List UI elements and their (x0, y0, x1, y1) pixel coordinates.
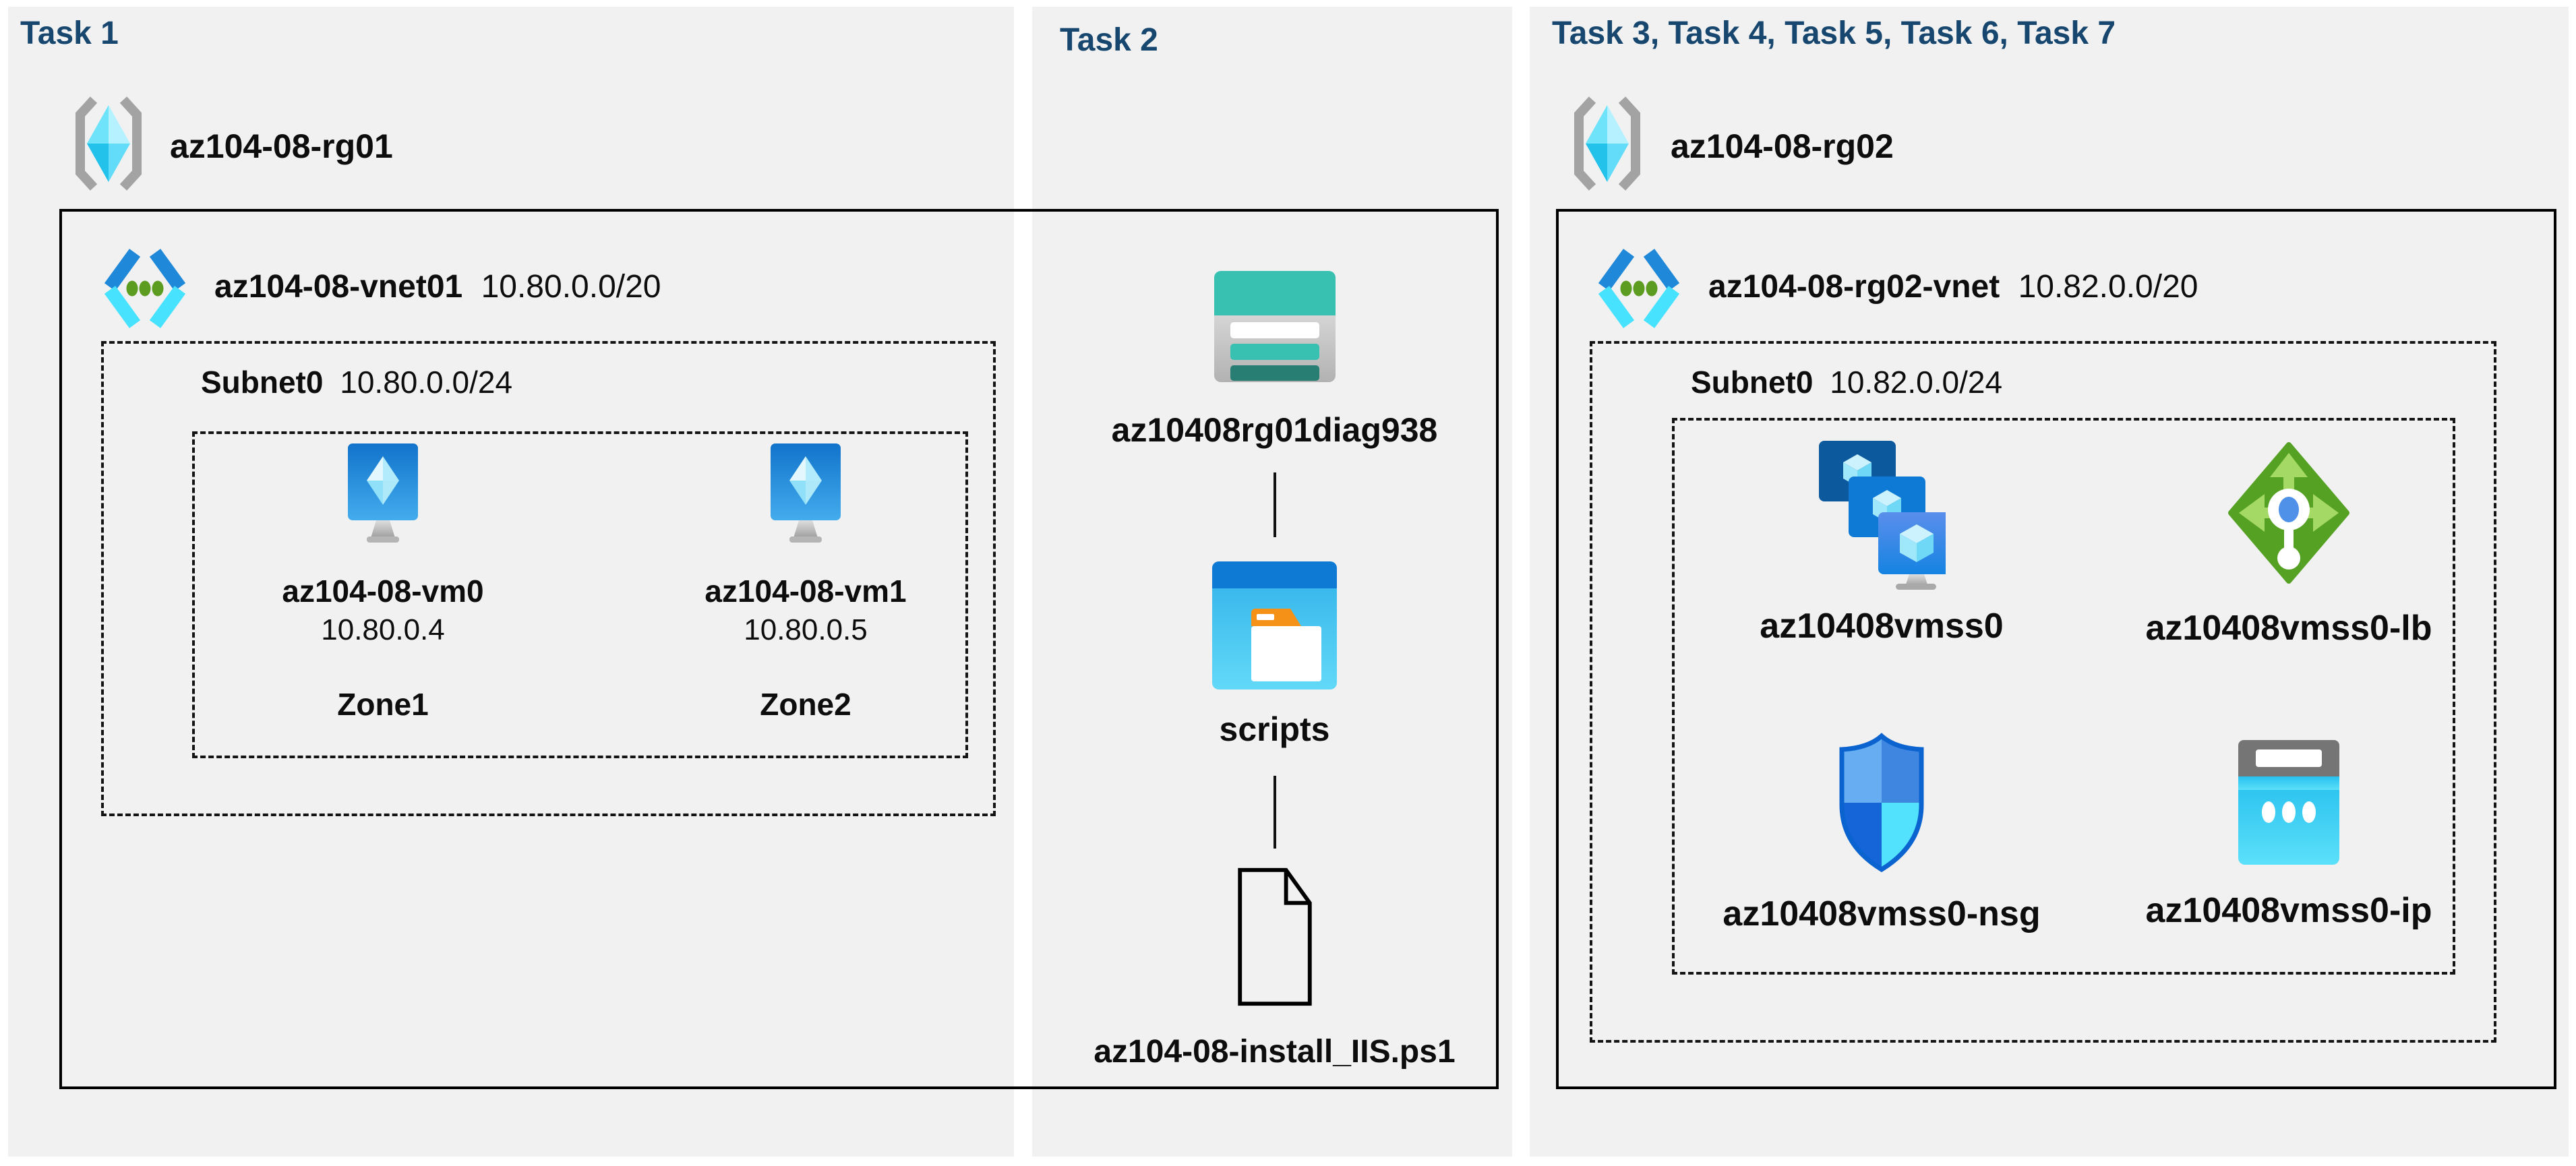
subnet-name: Subnet0 (1691, 365, 1814, 400)
vm-name: az104-08-vm0 (282, 574, 484, 609)
task2-column: az10408rg01diag938 scripts az104-08-inst… (1057, 271, 1492, 1070)
task3-panel (1530, 7, 2569, 1157)
resource-name: az10408vmss0-nsg (1723, 894, 2041, 933)
vm-name: az104-08-vm1 (705, 574, 907, 609)
resource-group-icon (1574, 96, 1640, 191)
resource-group-name: az104-08-rg01 (170, 127, 393, 165)
vm-zone: Zone1 (337, 687, 429, 722)
resource-name: az10408vmss0 (1760, 607, 2004, 646)
network-security-group-icon (1839, 733, 1924, 873)
vnet-name: az104-08-rg02-vnet (1708, 269, 2000, 305)
virtual-network-icon (104, 249, 186, 328)
script-file-name: az104-08-install_IIS.ps1 (1094, 1034, 1456, 1070)
virtual-network-icon (1598, 249, 1680, 328)
subnet0-box (101, 341, 996, 816)
task1-panel (8, 7, 1014, 1157)
subnet-cidr: 10.82.0.0/24 (1830, 365, 2003, 400)
blob-container-icon (1212, 561, 1337, 689)
virtual-machine-icon (348, 443, 418, 543)
resource-group-name: az104-08-rg02 (1671, 127, 1894, 165)
vm-ip: 10.80.0.4 (321, 613, 445, 646)
vm-ip: 10.80.0.5 (744, 613, 868, 646)
vnet-cidr: 10.80.0.0/20 (481, 269, 661, 305)
subnet-cidr: 10.80.0.0/24 (340, 365, 513, 400)
container-name: scripts (1219, 710, 1330, 748)
availability-zones-box (192, 431, 968, 758)
storage-account-icon (1214, 271, 1336, 382)
task3-boundary-box (1556, 209, 2556, 1089)
resource-name: az10408vmss0-lb (2145, 609, 2432, 648)
resource-group-icon (76, 96, 142, 191)
resource-block: az10408vmss0 (1750, 439, 2013, 646)
resource-block: az10408vmss0-lb (2146, 442, 2432, 648)
task3-header: Task 3, Task 4, Task 5, Task 6, Task 7 (1552, 16, 2116, 51)
vmss-resources-box (1672, 418, 2455, 975)
storage-account-name: az10408rg01diag938 (1111, 411, 1438, 449)
virtual-machine-icon (771, 443, 841, 543)
connector-line (1273, 776, 1276, 849)
task1-task2-boundary-box (59, 209, 1499, 1089)
subnet0-box (1590, 341, 2496, 1043)
load-balancer-icon (2228, 442, 2349, 584)
vnet-name: az104-08-vnet01 (214, 269, 463, 305)
connector-line (1273, 472, 1276, 537)
subnet-label: Subnet0 10.80.0.0/24 (201, 364, 512, 400)
task2-header: Task 2 (1060, 22, 1158, 58)
vm-block: az104-08-vm0 10.80.0.4 Zone1 (268, 443, 498, 723)
public-ip-icon (2238, 740, 2339, 865)
subnet-name: Subnet0 (201, 365, 324, 400)
vnet-cidr: 10.82.0.0/20 (2018, 269, 2198, 305)
vm-zone: Zone2 (760, 687, 851, 722)
file-icon (1237, 867, 1312, 1006)
vmss-icon (1819, 441, 1946, 590)
vm-block: az104-08-vm1 10.80.0.5 Zone2 (691, 443, 920, 723)
vnet-label: az104-08-vnet01 10.80.0.0/20 (214, 268, 661, 305)
task1-header: Task 1 (20, 16, 119, 51)
resource-block: az10408vmss0-ip (2146, 740, 2432, 931)
subnet-label: Subnet0 10.82.0.0/24 (1691, 364, 2002, 400)
resource-name: az10408vmss0-ip (2145, 891, 2432, 930)
resource-block: az10408vmss0-nsg (1723, 732, 2041, 934)
vnet-label: az104-08-rg02-vnet 10.82.0.0/20 (1708, 268, 2198, 305)
